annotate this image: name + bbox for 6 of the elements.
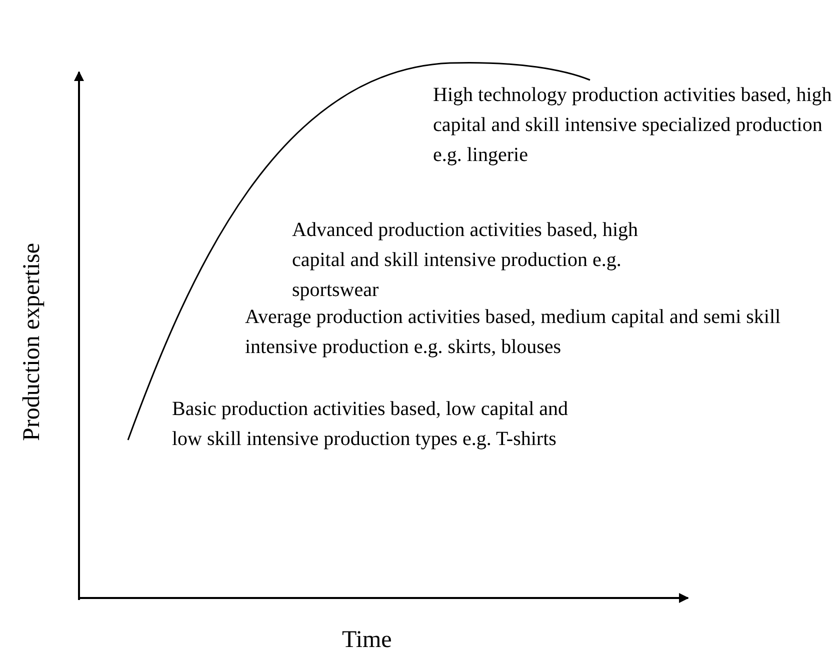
stage-description: Basic production activities based, low capital and low skill intensive production types e.g. T-shirts <box>172 397 569 452</box>
stage-description: Advanced production activities based, high capital and skill intensive production e.g. sportswear <box>292 218 640 303</box>
stage-description: High technology production activities based, high capital and skill intensive specialized production e.g. lingerie <box>433 83 833 168</box>
axis-title: Production expertise <box>18 243 46 441</box>
axis-title: Time <box>342 626 392 655</box>
stage-description: Average production activities based, medium capital and semi skill intensive production e.g. skirts, blouses <box>245 305 782 360</box>
